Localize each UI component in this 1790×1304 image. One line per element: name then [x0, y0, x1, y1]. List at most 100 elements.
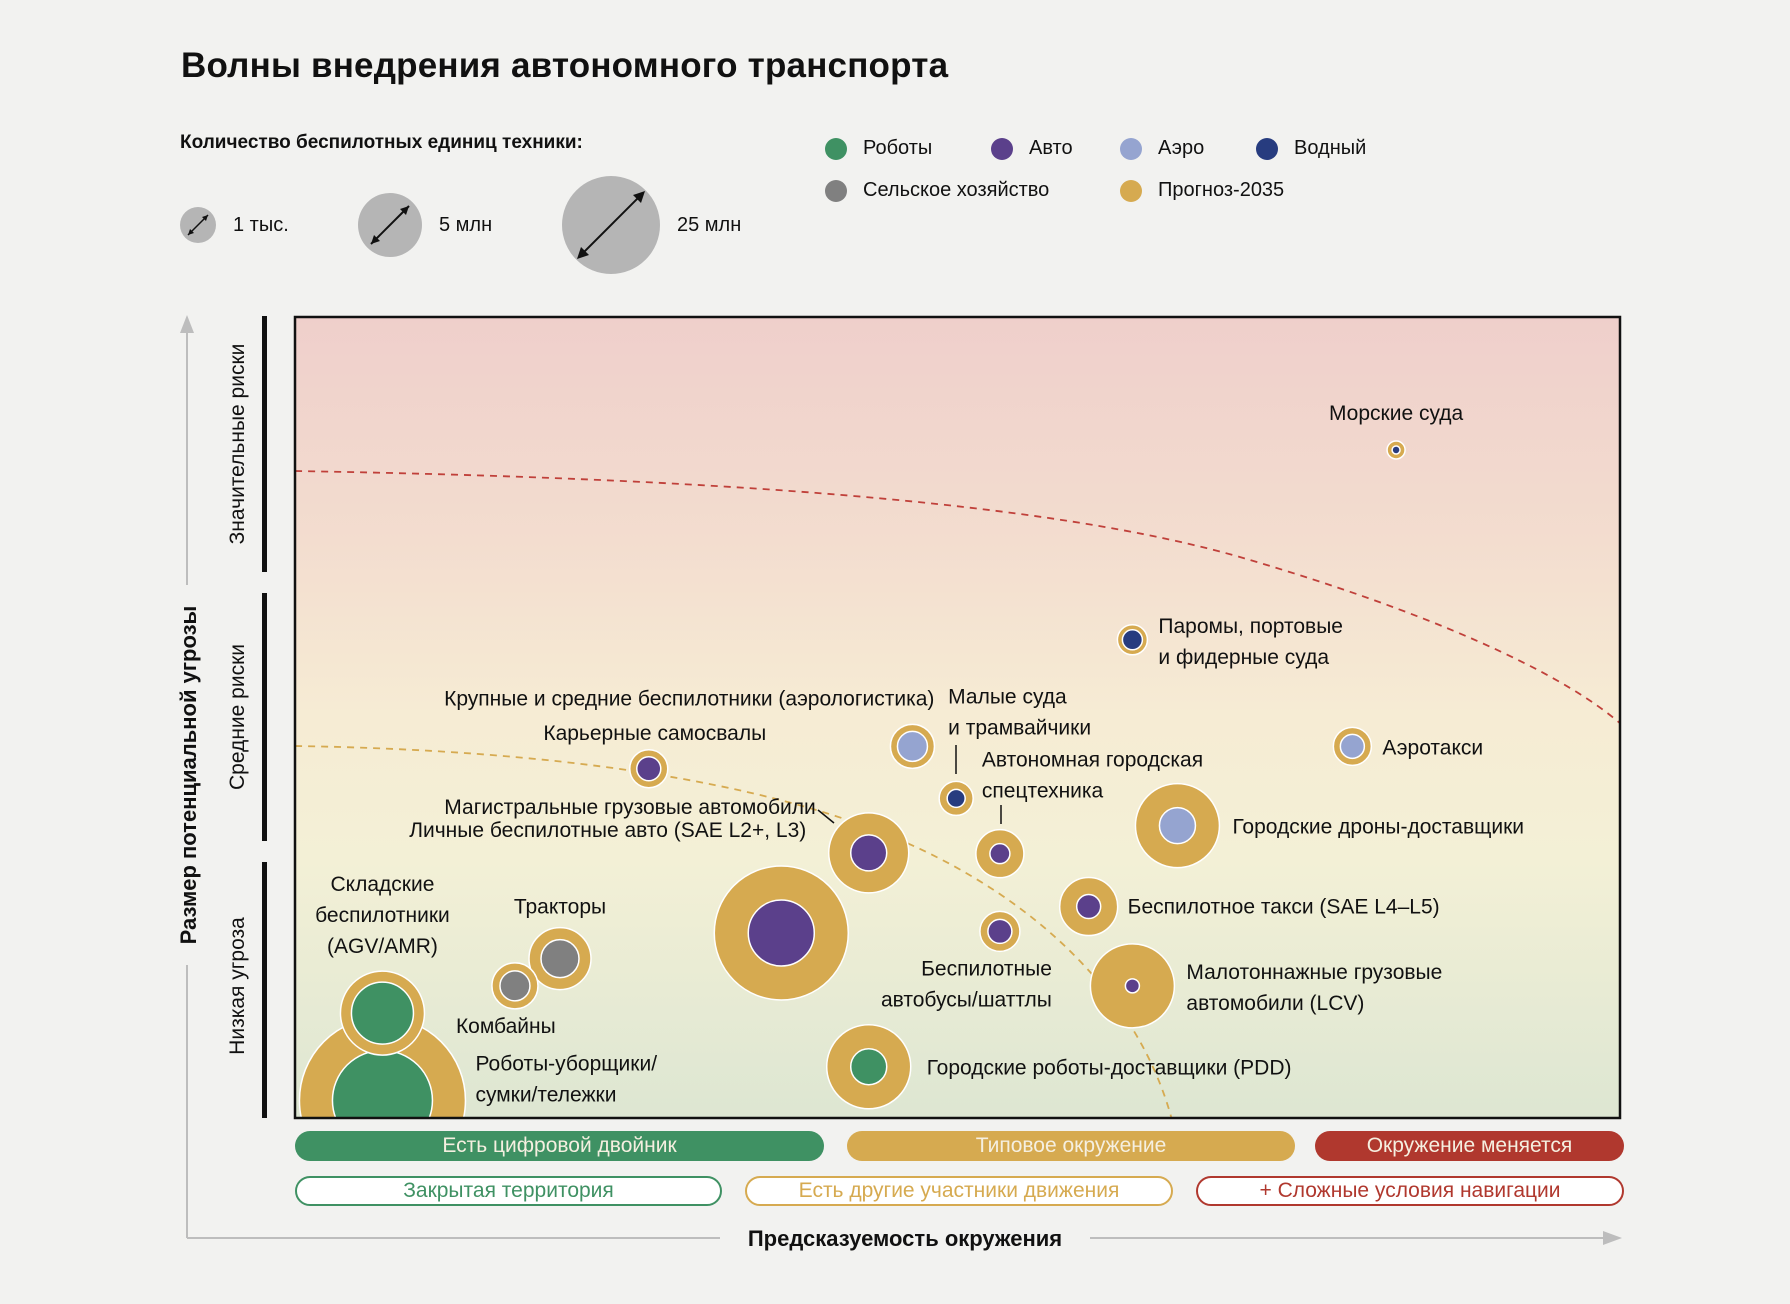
bubble-current-auto	[849, 834, 888, 872]
risk-band-bar-high	[262, 316, 267, 572]
bubble-6	[938, 780, 974, 817]
bubble-3	[1332, 726, 1373, 767]
water-dot-icon	[1256, 137, 1278, 160]
bubble-4	[889, 723, 936, 770]
bubble-current-aero	[1158, 806, 1197, 845]
pill-typical-env: Типовое окружение	[847, 1131, 1295, 1161]
bubble-current-water	[946, 788, 966, 809]
bubble-current-auto	[747, 899, 816, 967]
bubble-current-robots	[849, 1047, 888, 1086]
size-legend-item: 1 тыс.	[179, 206, 289, 244]
bubble-label: Комбайны	[456, 1015, 556, 1038]
bubble-7	[1134, 782, 1221, 869]
y-axis-label: Размер потенциальной угрозы	[176, 606, 201, 945]
bubble-current-auto	[987, 918, 1013, 945]
bubble-current-robots	[350, 981, 415, 1045]
size-circle-icon	[358, 193, 422, 257]
size-circle-icon	[562, 176, 660, 274]
pill-changing-env: Окружение меняется	[1315, 1131, 1624, 1161]
bubble-label: Городские роботы-доставщики (PDD)	[927, 1057, 1292, 1080]
bubble-17	[825, 1023, 912, 1110]
pill-other-traffic: Есть другие участники движения	[745, 1176, 1173, 1206]
bubble-11	[713, 865, 850, 1001]
legend-label: Прогноз-2035	[1158, 179, 1285, 201]
size-legend-label: 5 млн	[439, 213, 493, 236]
legend-item-forecast: Прогноз-2035	[1120, 179, 1284, 202]
bubble-current-auto	[1124, 978, 1141, 994]
bubble-1	[1386, 440, 1406, 460]
legend-item-auto: Авто	[991, 137, 1073, 160]
legend-item-aero: Аэро	[1120, 137, 1204, 160]
bubble-18	[298, 1016, 467, 1118]
pill-closed-territory: Закрытая территория	[295, 1176, 722, 1206]
robots-dot-icon	[825, 137, 847, 160]
pill-label: Есть цифровой двойник	[442, 1134, 677, 1157]
forecast-dot-icon	[1120, 179, 1142, 202]
bubble-12	[979, 910, 1021, 953]
bubble-current-auto	[636, 756, 662, 782]
pill-label: Типовое окружение	[975, 1134, 1167, 1157]
legend-item-agri: Сельское хозяйство	[825, 179, 1049, 202]
legend-item-robots: Роботы	[825, 137, 932, 160]
size-legend-item: 5 млн	[357, 192, 492, 258]
risk-band-label-low: Низкая угроза	[226, 917, 249, 1055]
bubble-label: Магистральные грузовые автомобили	[444, 796, 815, 819]
bubble-label: Тракторы	[514, 896, 606, 919]
pill-digital-twin: Есть цифровой двойник	[295, 1131, 824, 1161]
risk-band-label-high: Значительные риски	[226, 344, 249, 545]
bubble-label: Личные беспилотные авто (SAE L2+, L3)	[409, 819, 806, 842]
size-legend-title: Количество беспилотных единиц техники:	[180, 132, 583, 153]
bubble-label: Крупные и средние беспилотники (аэрологи…	[444, 687, 934, 710]
size-legend-label: 1 тыс.	[233, 213, 289, 236]
size-circle-icon	[180, 207, 216, 243]
bubble-14	[491, 962, 539, 1010]
bubble-label: Карьерные самосвалы	[543, 722, 766, 745]
x-axis-label-bg	[720, 1224, 1090, 1252]
risk-band-label-medium: Средние риски	[226, 644, 249, 790]
bubble-label: Аэротакси	[1382, 736, 1483, 759]
bubble-current-auto	[989, 842, 1011, 865]
legend-label: Роботы	[863, 137, 933, 159]
pill-complex-navigation: + Сложные условия навигации	[1196, 1176, 1624, 1206]
bubble-current-water	[1121, 629, 1144, 651]
size-legend-item: 25 млн	[561, 175, 741, 275]
legend-item-water: Водный	[1256, 137, 1366, 160]
bubble-15	[1089, 943, 1176, 1029]
legend-label: Водный	[1294, 137, 1367, 159]
size-legend-label: 25 млн	[677, 213, 742, 236]
pill-label: + Сложные условия навигации	[1259, 1179, 1561, 1202]
bubble-current-aero	[1339, 733, 1366, 760]
plot-frame	[293, 315, 1622, 1120]
bubble-5	[629, 749, 669, 789]
pill-label: Закрытая территория	[403, 1179, 614, 1202]
bubble-current-agri	[499, 970, 531, 1002]
x-axis-label: Предсказуемость окружения	[748, 1226, 1062, 1251]
bubble-13	[528, 926, 592, 991]
pill-label: Есть другие участники движения	[798, 1179, 1120, 1202]
legend-label: Сельское хозяйство	[863, 179, 1050, 201]
chart-title: Волны внедрения автономного транспорта	[181, 46, 949, 85]
legend-label: Авто	[1029, 137, 1073, 159]
bubble-label: Роботы-уборщики/сумки/тележки	[475, 1052, 657, 1106]
bubble-current-agri	[540, 938, 580, 979]
bubble-current-aero	[896, 730, 929, 763]
bubble-current-auto	[1075, 893, 1102, 920]
leader-line	[817, 809, 835, 824]
high-risk-boundary	[295, 470, 1620, 725]
risk-band-bar-low	[262, 862, 267, 1118]
bubble-label: Морские суда	[1329, 402, 1464, 425]
pill-label: Окружение меняется	[1366, 1134, 1573, 1157]
bubble-label: Беспилотное такси (SAE L4–L5)	[1128, 896, 1440, 919]
bubble-8	[827, 812, 910, 894]
bubble-10	[1058, 876, 1119, 937]
bubble-current-water	[1391, 445, 1401, 455]
risk-band-bar-medium	[262, 593, 267, 841]
bubble-label: Городские дроны-доставщики	[1232, 816, 1524, 839]
